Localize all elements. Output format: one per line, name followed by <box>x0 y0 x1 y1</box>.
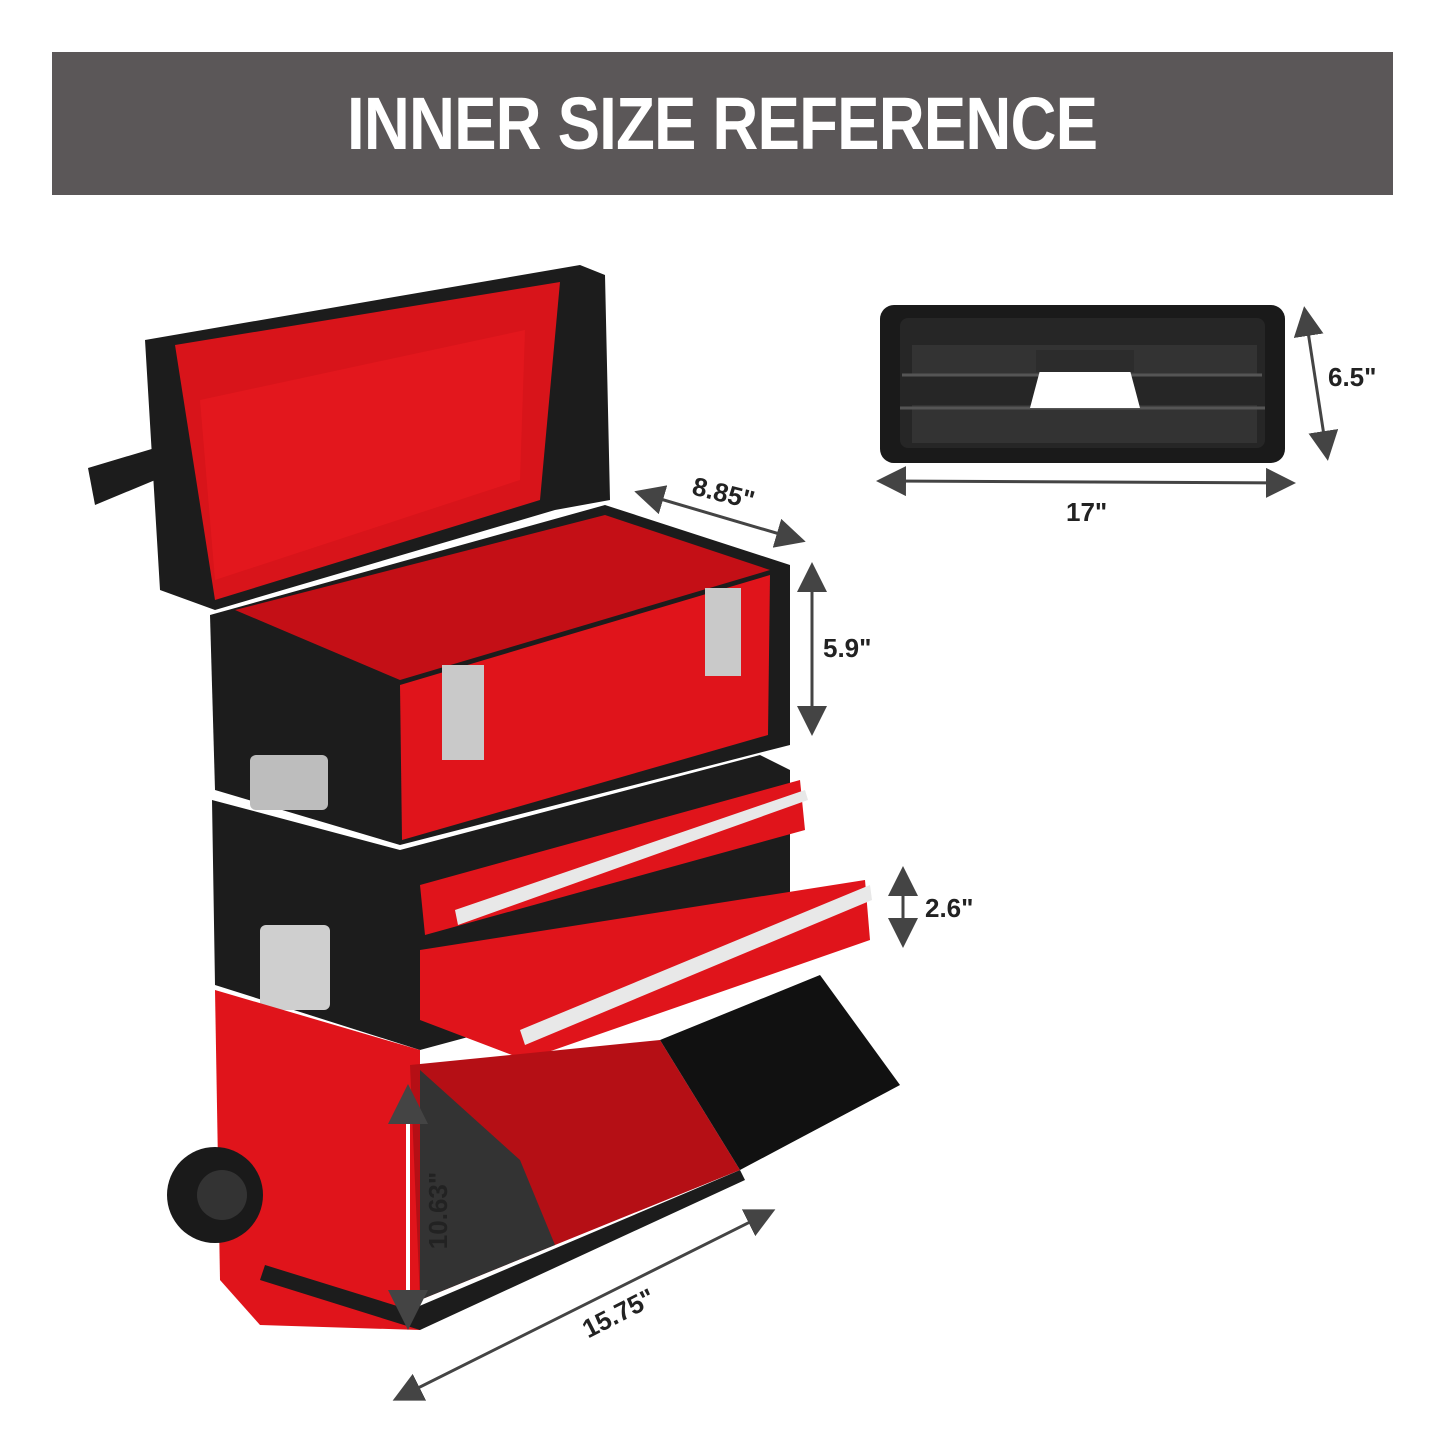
title-banner: INNER SIZE REFERENCE <box>52 52 1393 195</box>
tray-height-label: 6.5" <box>1328 362 1377 392</box>
rolling-toolbox <box>88 265 900 1330</box>
toolbox-dimension-arrows <box>388 485 918 1401</box>
tray-dimension-arrows <box>876 306 1339 498</box>
drawer-height-label: 2.6" <box>925 893 974 923</box>
bottom-bin-height-label: 10.63" <box>423 1171 454 1250</box>
tray-width-label: 17" <box>1066 497 1108 527</box>
page-title: INNER SIZE REFERENCE <box>347 82 1098 165</box>
top-box-height-label: 5.9" <box>823 633 872 663</box>
tool-tray <box>880 305 1285 463</box>
